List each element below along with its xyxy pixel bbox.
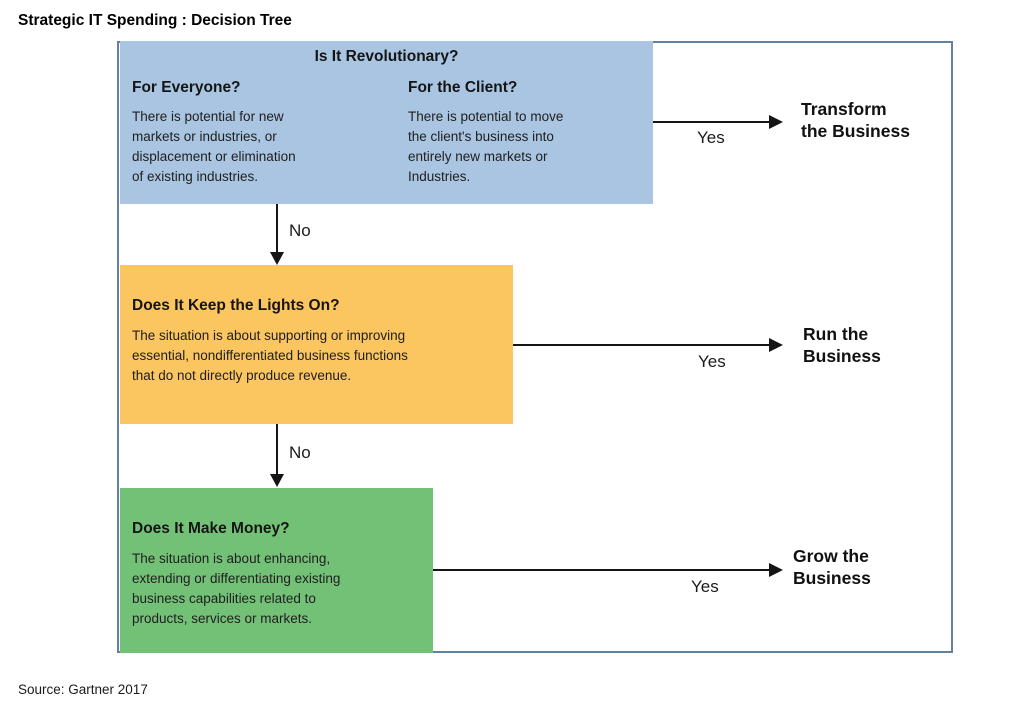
- for-client-heading: For the Client?: [408, 79, 518, 96]
- no-arrow-2-head-icon: [270, 474, 284, 487]
- revolutionary-box: Is It Revolutionary? For Everyone? There…: [120, 41, 653, 204]
- yes-arrow-grow-head-icon: [769, 563, 783, 577]
- make-money-question: Does It Make Money?: [132, 520, 290, 537]
- for-everyone-body: There is potential for new markets or in…: [132, 109, 296, 184]
- lights-on-body: The situation is about supporting or imp…: [132, 328, 408, 383]
- for-client-body: There is potential to move the client's …: [408, 109, 564, 184]
- no-label-2: No: [289, 443, 311, 462]
- for-client-column: For the Client? There is potential to mo…: [408, 79, 641, 187]
- yes-label-transform: Yes: [697, 128, 725, 147]
- yes-arrow-run-head-icon: [769, 338, 783, 352]
- for-everyone-heading: For Everyone?: [132, 79, 241, 96]
- lights-on-box: Does It Keep the Lights On? The situatio…: [120, 265, 513, 424]
- for-everyone-column: For Everyone? There is potential for new…: [132, 79, 408, 187]
- yes-arrow-transform-head-icon: [769, 115, 783, 129]
- lights-on-question: Does It Keep the Lights On?: [132, 297, 340, 314]
- outcome-run-business: Run the Business: [803, 324, 881, 366]
- outcome-transform-business: Transform the Business: [801, 99, 910, 141]
- outcome-grow-business: Grow the Business: [793, 546, 871, 588]
- make-money-body: The situation is about enhancing, extend…: [132, 551, 341, 626]
- no-arrow-1-head-icon: [270, 252, 284, 265]
- yes-arrow-transform: [653, 121, 770, 123]
- yes-arrow-grow: [433, 569, 770, 571]
- page-title: Strategic IT Spending : Decision Tree: [18, 12, 292, 29]
- no-arrow-1: [276, 204, 278, 253]
- yes-arrow-run: [513, 344, 770, 346]
- yes-label-run: Yes: [698, 352, 726, 371]
- no-label-1: No: [289, 221, 311, 240]
- revolutionary-question: Is It Revolutionary?: [314, 48, 459, 65]
- no-arrow-2: [276, 424, 278, 475]
- make-money-box: Does It Make Money? The situation is abo…: [120, 488, 433, 653]
- revolutionary-columns: For Everyone? There is potential for new…: [120, 79, 653, 187]
- source-note: Source: Gartner 2017: [18, 682, 148, 697]
- yes-label-grow: Yes: [691, 577, 719, 596]
